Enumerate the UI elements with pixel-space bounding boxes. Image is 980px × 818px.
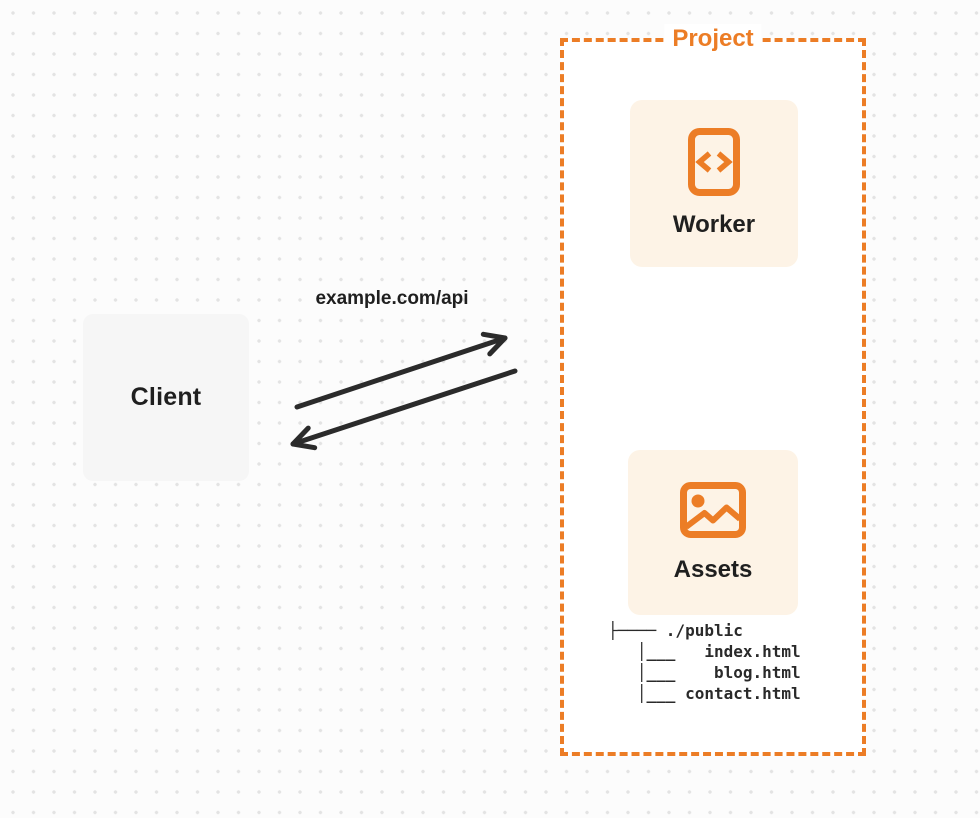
assets-node[interactable]: Assets [628, 450, 798, 615]
request-url-label: example.com/api [315, 288, 469, 309]
worker-label: Worker [672, 211, 756, 238]
tree-line-blog: │___ blog.html [608, 663, 801, 682]
code-file-icon [688, 128, 740, 196]
request-arrow [294, 331, 508, 410]
project-label: Project [664, 24, 762, 54]
assets-label: Assets [673, 555, 753, 583]
tree-line-public: ├──── ./public [608, 621, 743, 640]
response-arrow [290, 368, 518, 451]
tree-line-index: │___ index.html [608, 642, 801, 661]
worker-node[interactable]: Worker [630, 100, 798, 267]
tree-line-contact: │___ contact.html [608, 684, 801, 703]
client-label: Client [130, 383, 202, 411]
client-node[interactable]: Client [83, 314, 249, 481]
image-icon [680, 481, 746, 538]
assets-file-tree: ├──── ./public │___ index.html │___ blog… [608, 620, 801, 704]
project-boundary: Project Worker Assets ├──── ./public │__… [560, 24, 866, 756]
